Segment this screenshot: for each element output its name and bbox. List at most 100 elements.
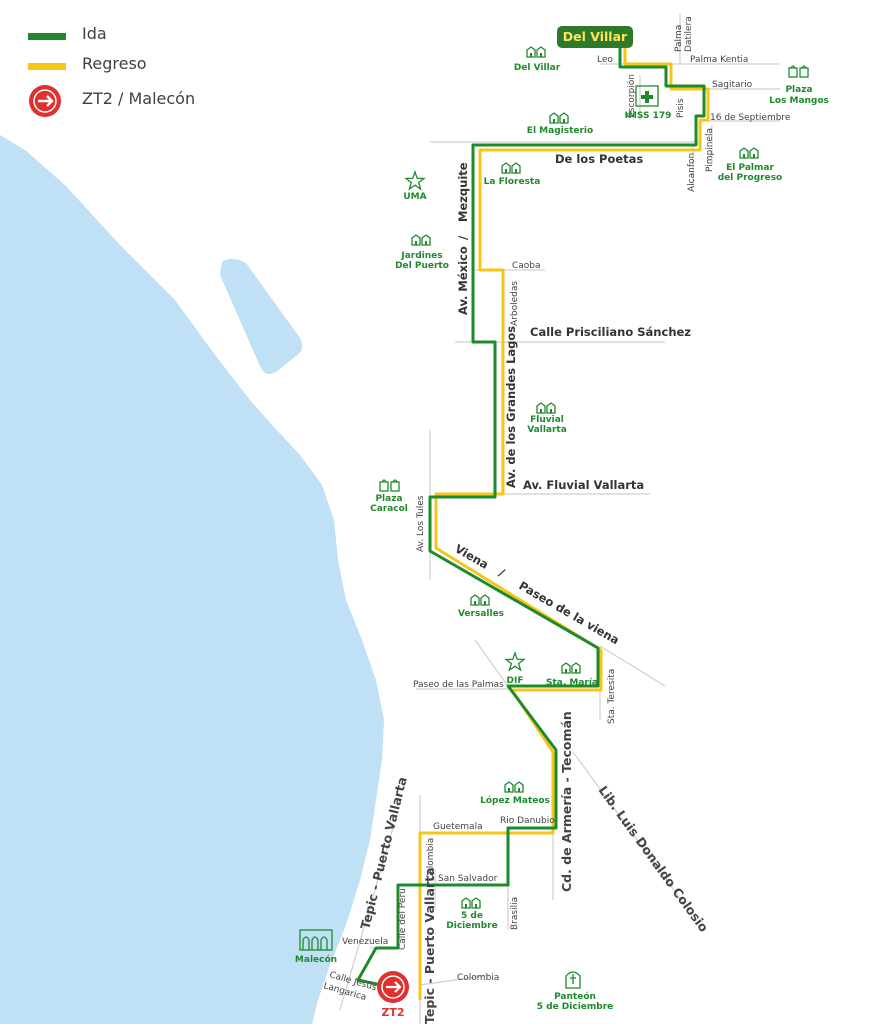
- svg-text:Vallarta: Vallarta: [527, 425, 567, 435]
- poi-imss-179: IMSS 179: [625, 85, 672, 121]
- street-prisciliano: Calle Prisciliano Sánchez: [530, 325, 691, 339]
- street-pisis: Pisis: [676, 98, 686, 118]
- house-icon: [526, 46, 546, 58]
- street-fluvial-vallarta: Av. Fluvial Vallarta: [523, 478, 644, 492]
- street-colombia-2: Colombia: [457, 973, 499, 983]
- star-icon: [505, 652, 525, 671]
- svg-text:La Floresta: La Floresta: [484, 177, 541, 187]
- points-of-interest: Del Villar El Magisterio IMSS 179 PlazaL…: [295, 46, 829, 1012]
- street-venezuela: Venezuela: [342, 937, 388, 947]
- sea-jetty: [220, 258, 303, 374]
- svg-text:El Palmar: El Palmar: [726, 163, 774, 173]
- poi-panteon: Panteón 5 de Diciembre: [537, 971, 614, 1012]
- svg-text:El Magisterio: El Magisterio: [527, 126, 593, 136]
- zt2-transfer-icon[interactable]: [377, 971, 409, 1003]
- svg-text:Plaza: Plaza: [785, 85, 812, 95]
- svg-text:Del Puerto: Del Puerto: [395, 261, 449, 271]
- street-16-septiembre: 16 de Septiembre: [710, 113, 791, 123]
- street-caoba: Caoba: [512, 261, 541, 271]
- street-alcanfon: Alcanfon: [687, 153, 697, 192]
- street-labels: Leo Palma Datilera Palma Kentia Sagitari…: [322, 16, 791, 1024]
- street-sagitario: Sagitario: [712, 80, 753, 90]
- svg-text:Versalles: Versalles: [458, 609, 504, 619]
- svg-text:del Progreso: del Progreso: [718, 173, 783, 183]
- street-paseo-viena: Paseo de la viena: [517, 578, 622, 647]
- svg-text:Plaza: Plaza: [375, 494, 402, 504]
- arrow-transfer-icon: [29, 85, 61, 117]
- svg-text:Diciembre: Diciembre: [446, 921, 497, 931]
- svg-text:Panteón: Panteón: [554, 991, 596, 1002]
- poi-malecon: Malecón: [295, 929, 337, 965]
- svg-text:Caracol: Caracol: [370, 504, 408, 514]
- house-icon: [561, 662, 581, 674]
- svg-text:Malecón: Malecón: [295, 954, 337, 965]
- street-arboledas: Arboledas: [510, 281, 520, 326]
- regreso-line-swatch: [28, 63, 66, 70]
- street-palma-kentia: Palma Kentia: [690, 55, 748, 65]
- street-mezquite: Mezquite: [456, 162, 470, 222]
- street-av-mexico: Av. México: [456, 246, 470, 315]
- street-armeria-tecoman: Cd. de Armería - Tecomán: [559, 711, 574, 892]
- street-guatemala: Guetemala: [433, 822, 483, 832]
- svg-text:Fluvial: Fluvial: [530, 415, 564, 425]
- street-colosio: Lib. Luis Donaldo Colosio: [596, 783, 712, 935]
- poi-sta-maria: Sta. María: [546, 662, 598, 688]
- terminal-label: Del Villar: [563, 29, 628, 44]
- legend-transfer-label: ZT2 / Malecón: [82, 89, 196, 108]
- street-pimpinela: Pimpinela: [705, 128, 715, 172]
- poi-la-floresta: La Floresta: [484, 162, 541, 187]
- legend-regreso-label: Regreso: [82, 54, 147, 73]
- house-icon: [470, 594, 490, 606]
- poi-versalles: Versalles: [458, 594, 504, 619]
- street-grandes-lagos: Av. de los Grandes Lagos: [504, 326, 518, 488]
- street-colombia-1: Colombia: [426, 838, 436, 880]
- house-icon: [411, 234, 431, 246]
- street-palma: Palma: [674, 25, 684, 52]
- street-datilera: Datilera: [684, 16, 694, 52]
- svg-text:López Mateos: López Mateos: [480, 795, 550, 806]
- svg-text:5 de Diciembre: 5 de Diciembre: [537, 1002, 614, 1012]
- shopping-bags-icon: [788, 65, 809, 78]
- svg-text:Los Mangos: Los Mangos: [769, 96, 829, 106]
- street-brasilia: Brasilia: [510, 897, 520, 930]
- street-los-tules: Av. Los Tules: [416, 495, 426, 552]
- svg-text:5 de: 5 de: [461, 911, 483, 921]
- street-sta-teresita: Sta. Teresita: [607, 669, 617, 724]
- arches-icon: [299, 929, 333, 951]
- street-calle-peru: Calle del Peru: [398, 888, 408, 950]
- route-ida: [356, 42, 706, 990]
- poi-uma: UMA: [403, 171, 427, 202]
- legend-ida-label: Ida: [82, 24, 107, 43]
- street-separator-2: /: [497, 565, 508, 580]
- poi-el-magisterio: El Magisterio: [527, 112, 593, 136]
- shopping-bags-icon: [379, 479, 400, 492]
- street-paseo-palmas: Paseo de las Palmas: [413, 680, 504, 690]
- svg-text:UMA: UMA: [403, 192, 426, 202]
- street-tepic-pv-2: Tepic - Puerto Vallarta: [422, 867, 437, 1024]
- house-icon: [504, 781, 524, 793]
- house-icon: [739, 147, 759, 159]
- svg-text:DIF: DIF: [507, 676, 524, 686]
- sea: [0, 135, 384, 1024]
- street-de-los-poetas: De los Poetas: [555, 152, 643, 166]
- del-villar-terminal[interactable]: Del Villar: [557, 26, 633, 48]
- poi-del-villar: Del Villar: [514, 46, 561, 73]
- svg-text:Sta. María: Sta. María: [546, 678, 598, 688]
- tomb-icon: [565, 971, 581, 989]
- street-leo: Leo: [597, 55, 613, 65]
- street-rio-danubio: Rio Danubio: [500, 816, 555, 826]
- svg-text:Del Villar: Del Villar: [514, 63, 561, 73]
- poi-lopez-mateos: López Mateos: [480, 781, 550, 806]
- house-icon: [461, 897, 481, 909]
- street-san-salvador: San Salvador: [438, 874, 498, 884]
- svg-text:Jardines: Jardines: [400, 251, 442, 261]
- svg-text:IMSS 179: IMSS 179: [625, 111, 672, 121]
- star-icon: [405, 171, 425, 190]
- house-icon: [536, 402, 556, 414]
- house-icon: [549, 112, 569, 124]
